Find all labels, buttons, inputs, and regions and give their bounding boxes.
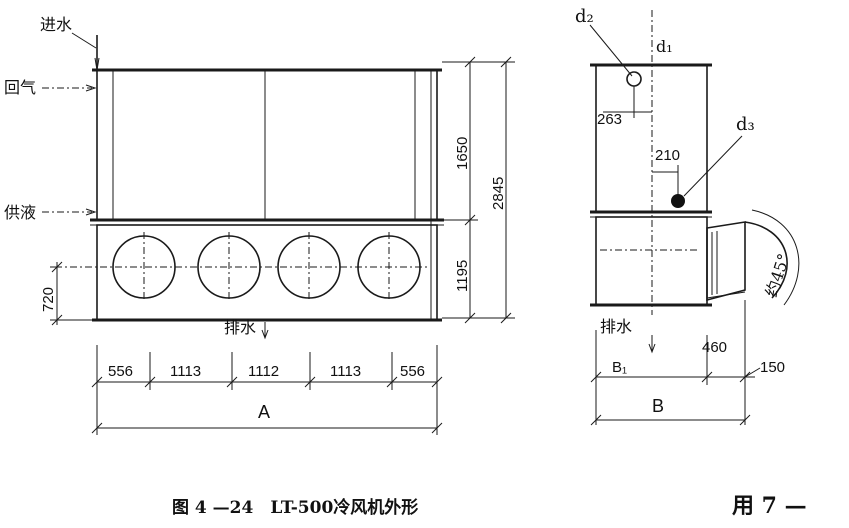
- label-inlet-water: 进水: [40, 15, 72, 34]
- fan-outlet-hood: 约45°: [706, 209, 800, 306]
- dim-1113-right: 1113: [330, 363, 361, 380]
- label-d1: d₁: [656, 37, 673, 56]
- label-d3: d₃: [736, 114, 755, 135]
- dim-150: 150: [760, 359, 785, 376]
- label-drain-side: 排水: [600, 317, 632, 336]
- dim-556-right: 556: [400, 363, 425, 380]
- front-view: 进水 回气 供液 排水 1650 2845 1195: [4, 15, 515, 435]
- dim-B: B: [652, 396, 664, 416]
- vertical-dims-right: 1650 2845 1195: [442, 56, 515, 324]
- side-view: d₂ d₁ 263 210 d₃ 约45° 排水: [575, 6, 800, 426]
- label-angle: 约45°: [762, 251, 794, 299]
- dim-556-left: 556: [108, 363, 133, 380]
- dim-1195: 1195: [454, 260, 471, 292]
- dim-B1: B₁: [612, 359, 627, 376]
- label-return-air: 回气: [4, 78, 36, 97]
- label-d2: d₂: [575, 6, 594, 27]
- dim-2845: 2845: [490, 177, 507, 210]
- dim-460: 460: [702, 339, 727, 356]
- dim-A: A: [258, 402, 270, 422]
- d3-pipe: [671, 194, 685, 208]
- fan-circles: [55, 232, 430, 302]
- dim-1650: 1650: [454, 137, 471, 170]
- label-drain-front: 排水: [224, 318, 256, 337]
- upper-casing: [96, 69, 438, 221]
- figure-caption: 图 4 —24 LT-500冷风机外形: [172, 497, 418, 518]
- d2-pipe: [626, 71, 642, 87]
- dim-263: 263: [597, 111, 622, 128]
- horizontal-dims-front: 556 1113 1112 1113 556 A: [91, 345, 443, 435]
- dim-1112: 1112: [248, 363, 279, 380]
- vertical-dim-left: 720: [40, 261, 92, 326]
- dim-720: 720: [40, 287, 57, 312]
- fan-section: [96, 224, 438, 321]
- page-reference: 用 7 —: [732, 493, 807, 519]
- dim-1113-left: 1113: [170, 363, 201, 380]
- dim-210: 210: [655, 147, 680, 164]
- label-liquid-supply: 供液: [4, 203, 36, 222]
